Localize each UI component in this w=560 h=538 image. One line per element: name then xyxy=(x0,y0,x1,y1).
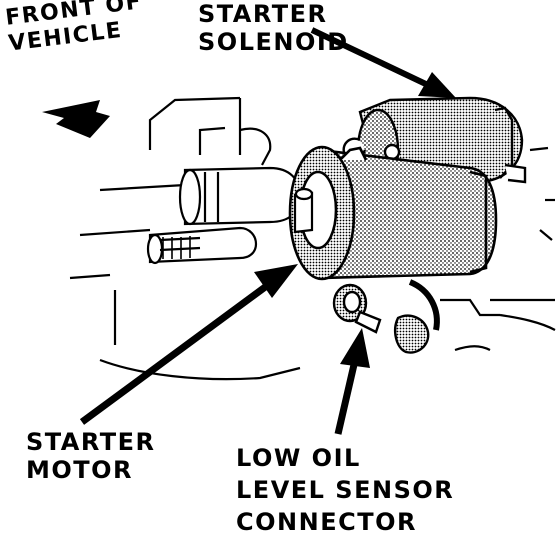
starter-motor-label: STARTER MOTOR xyxy=(26,428,156,484)
arrow-oil-sensor xyxy=(334,328,370,435)
starter-motor-line-1: STARTER xyxy=(26,428,156,456)
oil-sensor-connector xyxy=(332,279,440,354)
starter-solenoid-line-1: STARTER xyxy=(198,0,328,28)
low-oil-sensor-label: LOW OIL LEVEL SENSOR CONNECTOR xyxy=(236,442,454,538)
hose-assembly xyxy=(146,166,302,265)
arrow-front-of-vehicle xyxy=(42,100,110,138)
low-oil-sensor-line-1: LOW OIL xyxy=(236,444,361,472)
low-oil-sensor-line-3: CONNECTOR xyxy=(236,508,417,536)
starter-motor-line-2: MOTOR xyxy=(26,456,134,484)
motor-terminal xyxy=(293,187,314,234)
starter-solenoid-line-2: SOLENOID xyxy=(198,28,349,56)
starter-motor-body xyxy=(288,145,498,281)
arrow-starter-solenoid xyxy=(310,27,456,98)
engine-block xyxy=(69,96,556,381)
arrow-starter-motor xyxy=(79,264,298,425)
low-oil-sensor-line-2: LEVEL SENSOR xyxy=(236,476,455,504)
starter-solenoid-label: STARTER SOLENOID xyxy=(198,0,349,56)
